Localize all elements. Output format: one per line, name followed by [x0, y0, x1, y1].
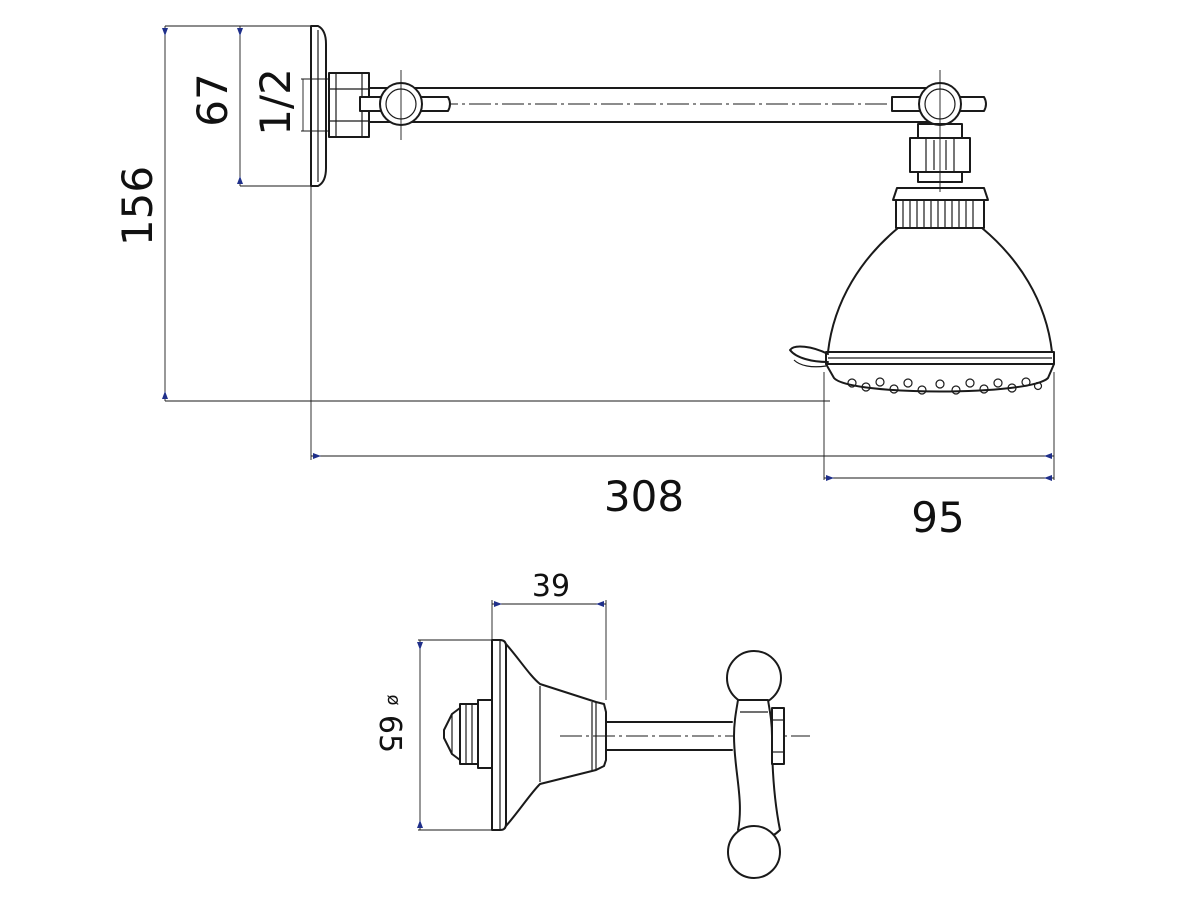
shower-head: [789, 187, 1055, 395]
thread-knurl: [902, 200, 974, 228]
label-thread-size: 1/2: [251, 68, 300, 136]
dimension-flange-depth: [491, 600, 607, 700]
flange-nipple: [443, 703, 479, 765]
tap-handle: [726, 650, 785, 879]
label-flange-depth: 39: [532, 569, 570, 604]
side-view: 156 67 1/2 308: [113, 25, 1055, 542]
dimension-head-diameter: [823, 372, 1054, 481]
left-swivel-joint: [359, 70, 451, 140]
wall-flange: [310, 25, 327, 187]
label-arm-length: 308: [604, 472, 684, 521]
flange-view: 39 65 ø: [372, 569, 810, 879]
flange-body: [477, 639, 607, 831]
dimension-arm-length: [310, 186, 1055, 480]
diameter-symbol: ø: [383, 694, 404, 705]
head-connector: [909, 123, 971, 183]
dimension-flange-height: [237, 26, 311, 187]
dimension-flange-diameter: [417, 639, 500, 831]
label-flange-diameter: 65: [372, 715, 407, 753]
right-swivel-joint: [891, 70, 987, 192]
dimension-total-height: [162, 25, 830, 402]
dimension-thread: [301, 78, 329, 132]
label-total-height: 156: [113, 166, 162, 246]
label-head-diameter: 95: [911, 493, 964, 542]
shower-arm: [368, 87, 988, 123]
label-flange-height: 67: [188, 73, 237, 126]
spray-nozzles: [847, 377, 1043, 395]
